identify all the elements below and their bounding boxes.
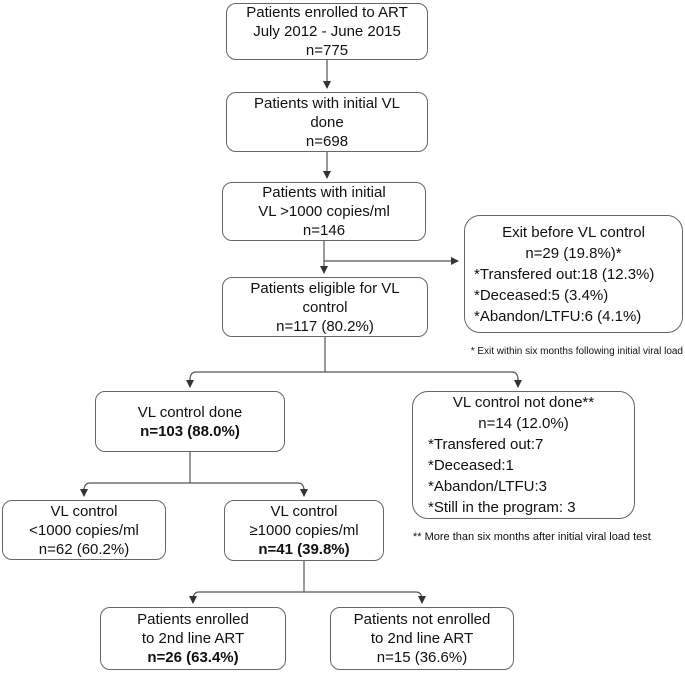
node-line: Exit before VL control <box>502 223 645 241</box>
node-enrolled-art: Patients enrolled to ART July 2012 - Jun… <box>226 3 428 60</box>
node-eligible-vl-control: Patients eligible for VL control n=117 (… <box>222 277 428 337</box>
node-line: n=117 (80.2%) <box>276 317 374 335</box>
node-line: Patients with initial VL <box>254 94 400 112</box>
node-line: *Transfered out:7 <box>428 436 544 453</box>
node-not-enrolled-2nd-line-art: Patients not enrolled to 2nd line ART n=… <box>330 607 514 670</box>
node-vl-control-done: VL control done n=103 (88.0%) <box>95 391 285 452</box>
node-line: July 2012 - June 2015 <box>253 23 401 40</box>
node-line: *Transfered out:18 (12.3%) <box>474 265 655 283</box>
node-line: Patients enrolled <box>137 611 249 628</box>
node-line: Patients with initial <box>262 184 386 201</box>
node-line: VL >1000 copies/ml <box>258 203 390 220</box>
node-vl-control-not-done: VL control not done** n=14 (12.0%) *Tran… <box>412 391 635 519</box>
footnote-not-done-definition: ** More than six months after initial vi… <box>413 531 651 543</box>
node-initial-vl-done: Patients with initial VL done n=698 <box>226 92 428 152</box>
node-line: n=41 (39.8%) <box>258 541 350 558</box>
node-line: n=103 (88.0%) <box>140 422 240 440</box>
node-line: *Abandon/LTFU:6 (4.1%) <box>474 307 642 325</box>
connector-branch <box>189 371 519 381</box>
node-line: *Deceased:5 (3.4%) <box>474 286 609 304</box>
node-line: <1000 copies/ml <box>29 521 139 539</box>
node-line: n=14 (12.0%) <box>478 415 569 432</box>
node-line: to 2nd line ART <box>141 630 245 647</box>
node-enrolled-2nd-line-art: Patients enrolled to 2nd line ART n=26 (… <box>100 607 286 670</box>
node-line: Patients enrolled to ART <box>246 4 408 21</box>
node-line: VL control done <box>137 403 243 421</box>
connector-branch <box>83 482 305 492</box>
node-line: Patients not enrolled <box>353 611 491 628</box>
node-line: VL control <box>50 502 118 520</box>
node-line: n=15 (36.6%) <box>376 649 468 666</box>
node-line: ≥1000 copies/ml <box>249 522 359 539</box>
node-line: n=29 (19.8%)* <box>525 244 622 262</box>
node-line: control <box>302 298 348 316</box>
node-exit-before-vl-control: Exit before VL control n=29 (19.8%)* *Tr… <box>464 215 683 333</box>
footnote-exit-definition: * Exit within six months following initi… <box>470 346 683 357</box>
node-line: *Still in the program: 3 <box>428 499 576 516</box>
node-line: *Deceased:1 <box>428 457 514 474</box>
node-vl-control-ge1000: VL control ≥1000 copies/ml n=41 (39.8%) <box>224 500 384 561</box>
node-line: done <box>310 113 344 131</box>
node-line: VL control <box>270 503 338 520</box>
node-initial-vl-gt1000: Patients with initial VL >1000 copies/ml… <box>222 182 426 241</box>
node-line: n=775 <box>305 42 349 59</box>
node-line: to 2nd line ART <box>370 630 474 647</box>
node-line: n=146 <box>302 222 346 239</box>
node-vl-control-lt1000: VL control <1000 copies/ml n=62 (60.2%) <box>2 500 166 560</box>
node-line: n=62 (60.2%) <box>38 540 130 558</box>
node-line: n=26 (63.4%) <box>147 649 239 666</box>
connector-branch <box>192 591 423 601</box>
node-line: *Abandon/LTFU:3 <box>428 478 547 495</box>
node-line: Patients eligible for VL <box>250 279 400 297</box>
node-line: VL control not done** <box>452 394 595 411</box>
node-line: n=698 <box>305 132 349 150</box>
